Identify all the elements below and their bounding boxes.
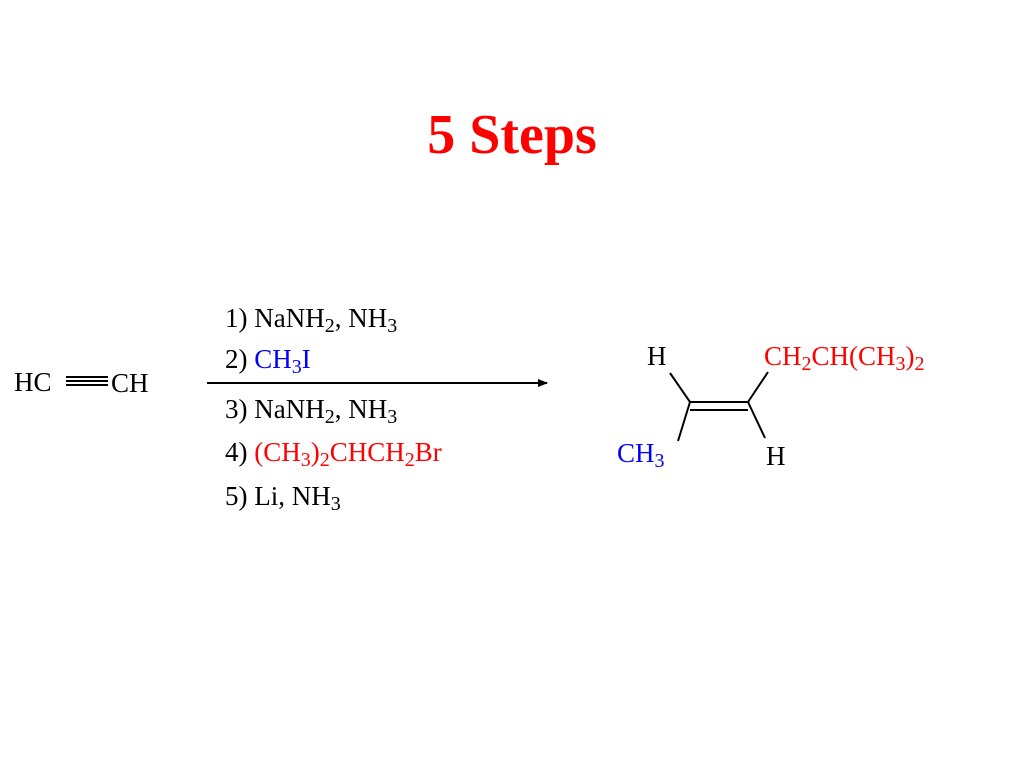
step-2: 2) CH3I: [225, 344, 311, 378]
product-methyl-group: CH3: [617, 438, 665, 472]
product-h-top: H: [647, 341, 667, 371]
product-bonds: [669, 371, 769, 442]
reagent-steps: 1) NaNH2, NH3 2) CH3I 3) NaNH2, NH3 4) (…: [225, 303, 442, 515]
step-3: 3) NaNH2, NH3: [225, 394, 397, 428]
triple-bond: [66, 376, 108, 386]
product-h-bottom: H: [766, 441, 786, 471]
reactant-ch-label: CH: [111, 368, 149, 398]
page-title: 5 Steps: [427, 104, 597, 166]
product-alkene: H CH2CH(CH3)2 CH3 H: [617, 341, 925, 472]
step-4: 4) (CH3)2CHCH2Br: [225, 437, 442, 471]
product-isobutyl-group: CH2CH(CH3)2: [764, 341, 925, 375]
reactant-acetylene: HC CH: [14, 367, 149, 398]
step-1: 1) NaNH2, NH3: [225, 303, 397, 337]
step-5: 5) Li, NH3: [225, 481, 341, 515]
reactant-hc-label: HC: [14, 367, 52, 397]
